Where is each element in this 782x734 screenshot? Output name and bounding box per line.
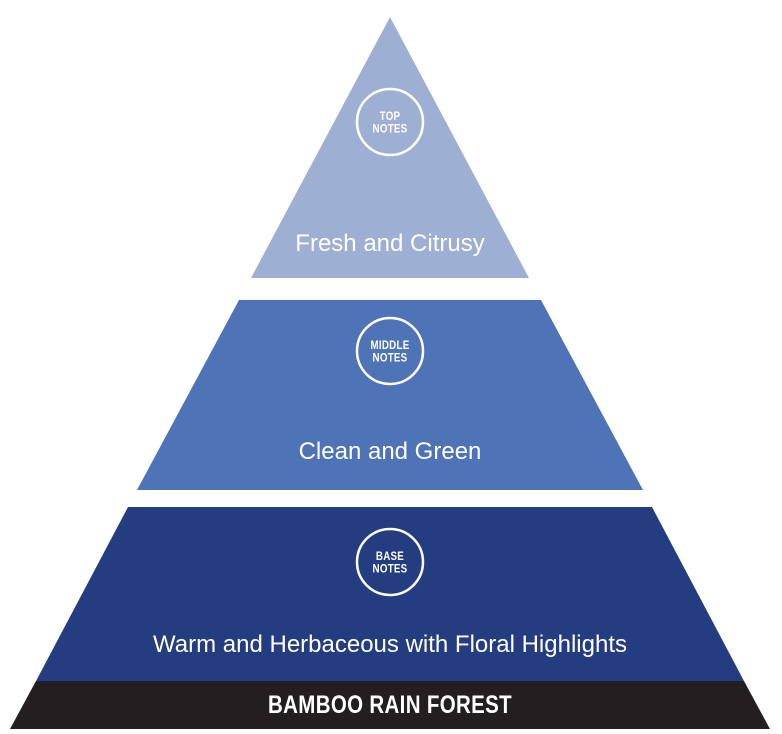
base-notes-badge-label-line2: NOTES <box>373 563 408 576</box>
footer-banner-shape <box>10 681 770 729</box>
middle-tier-description: Clean and Green <box>299 438 482 465</box>
base-notes-badge: BASE NOTES <box>355 527 425 597</box>
top-tier-shape <box>251 17 529 278</box>
top-notes-badge-label-line2: NOTES <box>373 123 408 136</box>
footer-banner-title: BAMBOO RAIN FOREST <box>268 690 512 718</box>
middle-notes-badge-circle <box>355 316 425 386</box>
top-notes-badge-label-line1: TOP <box>380 110 401 123</box>
base-tier-description: Warm and Herbaceous with Floral Highligh… <box>153 631 627 658</box>
top-tier-description: Fresh and Citrusy <box>295 230 484 257</box>
top-notes-badge: TOP NOTES <box>355 87 425 157</box>
base-notes-badge-label-line1: BASE <box>376 550 404 563</box>
top-notes-badge-circle <box>355 87 425 157</box>
middle-notes-badge-label-line2: NOTES <box>373 352 408 365</box>
base-notes-badge-circle <box>355 527 425 597</box>
middle-tier-shape <box>137 300 643 490</box>
middle-notes-badge-label-line1: MIDDLE <box>371 339 410 352</box>
middle-notes-badge: MIDDLE NOTES <box>355 316 425 386</box>
